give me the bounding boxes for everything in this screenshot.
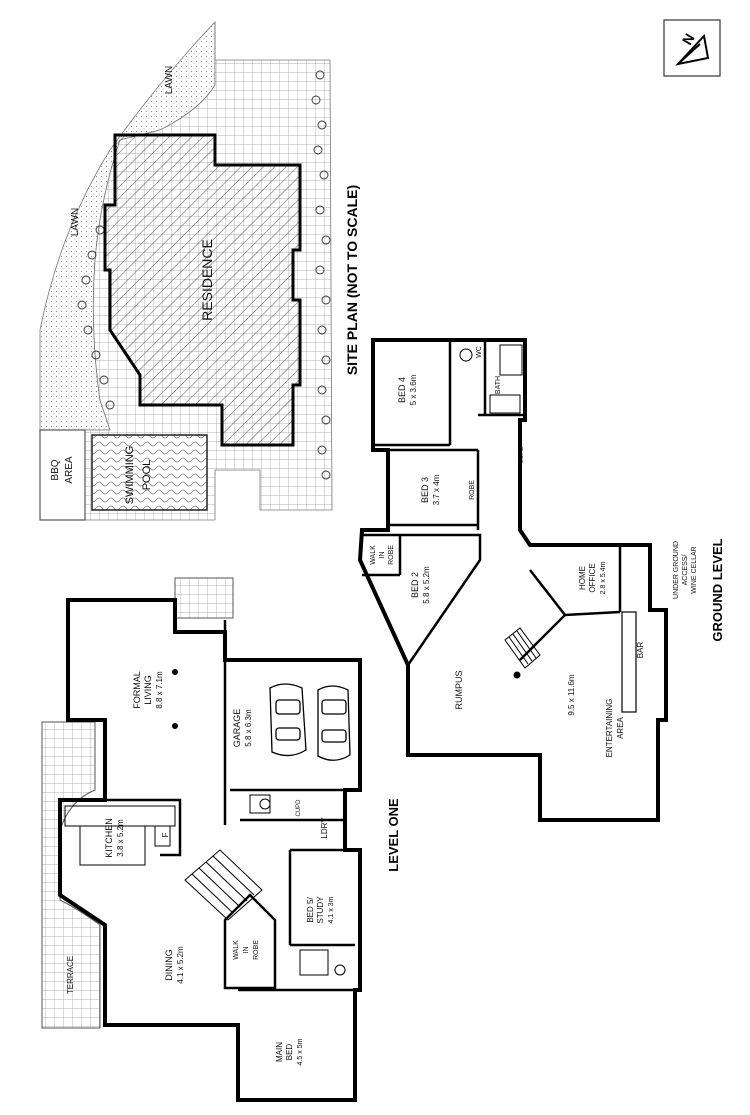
- fridge-label: F: [161, 832, 170, 837]
- bed2-label: BED 2: [410, 572, 420, 598]
- garage-size: 5.8 x 6.3m: [244, 709, 253, 747]
- bed5-size: 4.1 x 3m: [328, 896, 335, 923]
- bed5-label-1: BED 5/: [306, 897, 315, 923]
- formal-living-label-1: FORMAL: [132, 671, 142, 709]
- l1-walk-in-robe-3: ROBE: [253, 940, 260, 960]
- bath-label: BATH: [495, 376, 502, 394]
- gl-cupd-label: CUPD: [519, 446, 525, 464]
- bar-label: BAR: [636, 642, 645, 659]
- underground-label-1: UNDER GROUND: [673, 541, 680, 599]
- lawn-left-label: LAWN: [70, 208, 81, 237]
- entertaining-label-1: ENTERTAINING: [605, 699, 614, 758]
- home-office-label-2: OFFICE: [588, 563, 597, 592]
- dining-label: DINING: [164, 949, 174, 981]
- level-one-title: LEVEL ONE: [386, 798, 401, 872]
- gl-robe-label: ROBE: [469, 480, 476, 500]
- terrace: [41, 721, 101, 1029]
- kitchen-label: KITCHEN: [104, 818, 114, 858]
- terrace-label: TERRACE: [66, 956, 75, 994]
- dining-size: 4.1 x 5.2m: [176, 946, 185, 984]
- entertaining-size: 9.5 x 11.6m: [567, 674, 576, 716]
- bed4-label: BED 4: [397, 377, 407, 403]
- bed5-label-2: STUDY: [316, 896, 325, 924]
- garage-label: GARAGE: [232, 709, 242, 748]
- bbq-label-1: BBQ: [50, 459, 61, 480]
- garden-shrubs-icon: [77, 70, 331, 480]
- wc-label: WC: [476, 346, 483, 358]
- l1-walk-in-robe-1: WALK: [233, 940, 240, 960]
- residence-outline: [103, 133, 302, 447]
- gl-walk-in-robe-1: WALK: [370, 545, 377, 565]
- car-icon: [269, 683, 351, 761]
- bbq-label-2: AREA: [64, 456, 75, 484]
- formal-living-size: 8.8 x 7.1m: [155, 671, 164, 709]
- home-office-size: 2.8 x 5.4m: [600, 561, 607, 594]
- formal-living-label-2: LIVING: [143, 675, 153, 705]
- ground-level-title: GROUND LEVEL: [710, 538, 725, 641]
- lawn-top-label: LAWN: [164, 66, 175, 95]
- main-bed-label-1: MAIN: [275, 1042, 284, 1062]
- level-one-labels: FORMAL LIVING 8.8 x 7.1m GARAGE 5.8 x 6.…: [66, 671, 401, 1065]
- gl-walk-in-robe-2: IN: [379, 552, 386, 559]
- gl-walk-in-robe-3: ROBE: [388, 545, 395, 565]
- l1-walk-in-robe-2: IN: [243, 947, 250, 954]
- level-one-plan: [58, 598, 362, 1102]
- entertaining-label-2: AREA: [616, 716, 625, 738]
- pool-label-2: POOL: [141, 460, 153, 491]
- entry-pavers: [174, 577, 234, 619]
- bbq-area: [39, 429, 86, 521]
- swimming-pool: [91, 434, 208, 511]
- l1-cupd-label: CUPD: [296, 799, 302, 817]
- pool-label-1: SWIMMING: [124, 446, 136, 505]
- home-office-label-1: HOME: [578, 566, 587, 590]
- main-bed-label-2: BED: [285, 1044, 294, 1061]
- bed3-label: BED 3: [420, 477, 430, 503]
- north-arrow-icon: N: [663, 19, 721, 77]
- bed4-size: 5 x 3.6m: [409, 374, 418, 405]
- main-bed-size: 4.5 x 5m: [297, 1038, 304, 1065]
- site-plan-title: SITE PLAN (NOT TO SCALE): [344, 185, 360, 375]
- ground-level-plan: [357, 338, 668, 822]
- ground-level-labels: BED 4 5 x 3.6m BED 3 3.7 x 4m BED 2 5.8 …: [370, 346, 725, 757]
- ldry-label: LDRY: [320, 817, 329, 839]
- bed3-size: 3.7 x 4m: [432, 474, 441, 505]
- bed2-size: 5.8 x 5.2m: [422, 566, 431, 604]
- kitchen-size: 3.8 x 5.2m: [116, 819, 125, 857]
- site-plan: RESIDENCE SWIMMING POOL BBQ AREA LAWN LA…: [39, 20, 360, 521]
- rumpus-label: RUMPUS: [454, 670, 464, 709]
- underground-label-3: WINE CELLAR: [691, 546, 698, 593]
- residence-label: RESIDENCE: [199, 239, 215, 321]
- underground-label-2: ACCESS/: [682, 555, 689, 586]
